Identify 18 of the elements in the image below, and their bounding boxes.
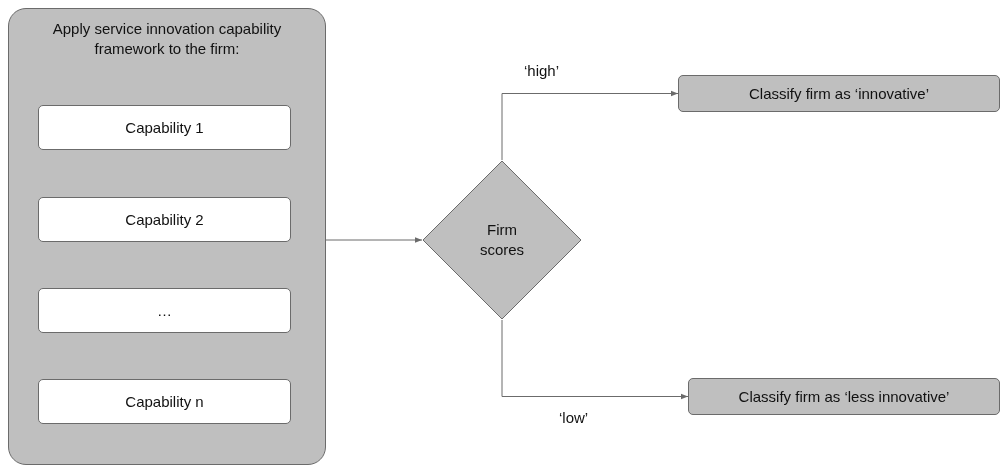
node-text: Capability 1	[125, 117, 204, 138]
node-text: Capability n	[125, 391, 204, 412]
node-text: Apply service innovation capability framework to the firm:	[51, 19, 283, 58]
group-box	[8, 8, 326, 465]
node-text: …	[157, 300, 172, 321]
node-text: Capability 2	[125, 209, 204, 230]
node-text: Classify firm as ‘innovative’	[748, 83, 930, 104]
arrow	[501, 90, 679, 161]
node-text: Classify firm as ‘less innovative’	[738, 386, 950, 407]
process-box	[38, 288, 291, 333]
process-box	[38, 105, 291, 150]
process-box	[38, 197, 291, 242]
node-text: Firm scores	[478, 219, 526, 260]
process-box	[38, 379, 291, 424]
process-box	[678, 75, 1000, 112]
process-box	[688, 378, 1000, 415]
arrow	[501, 319, 689, 400]
arrow	[325, 237, 423, 243]
